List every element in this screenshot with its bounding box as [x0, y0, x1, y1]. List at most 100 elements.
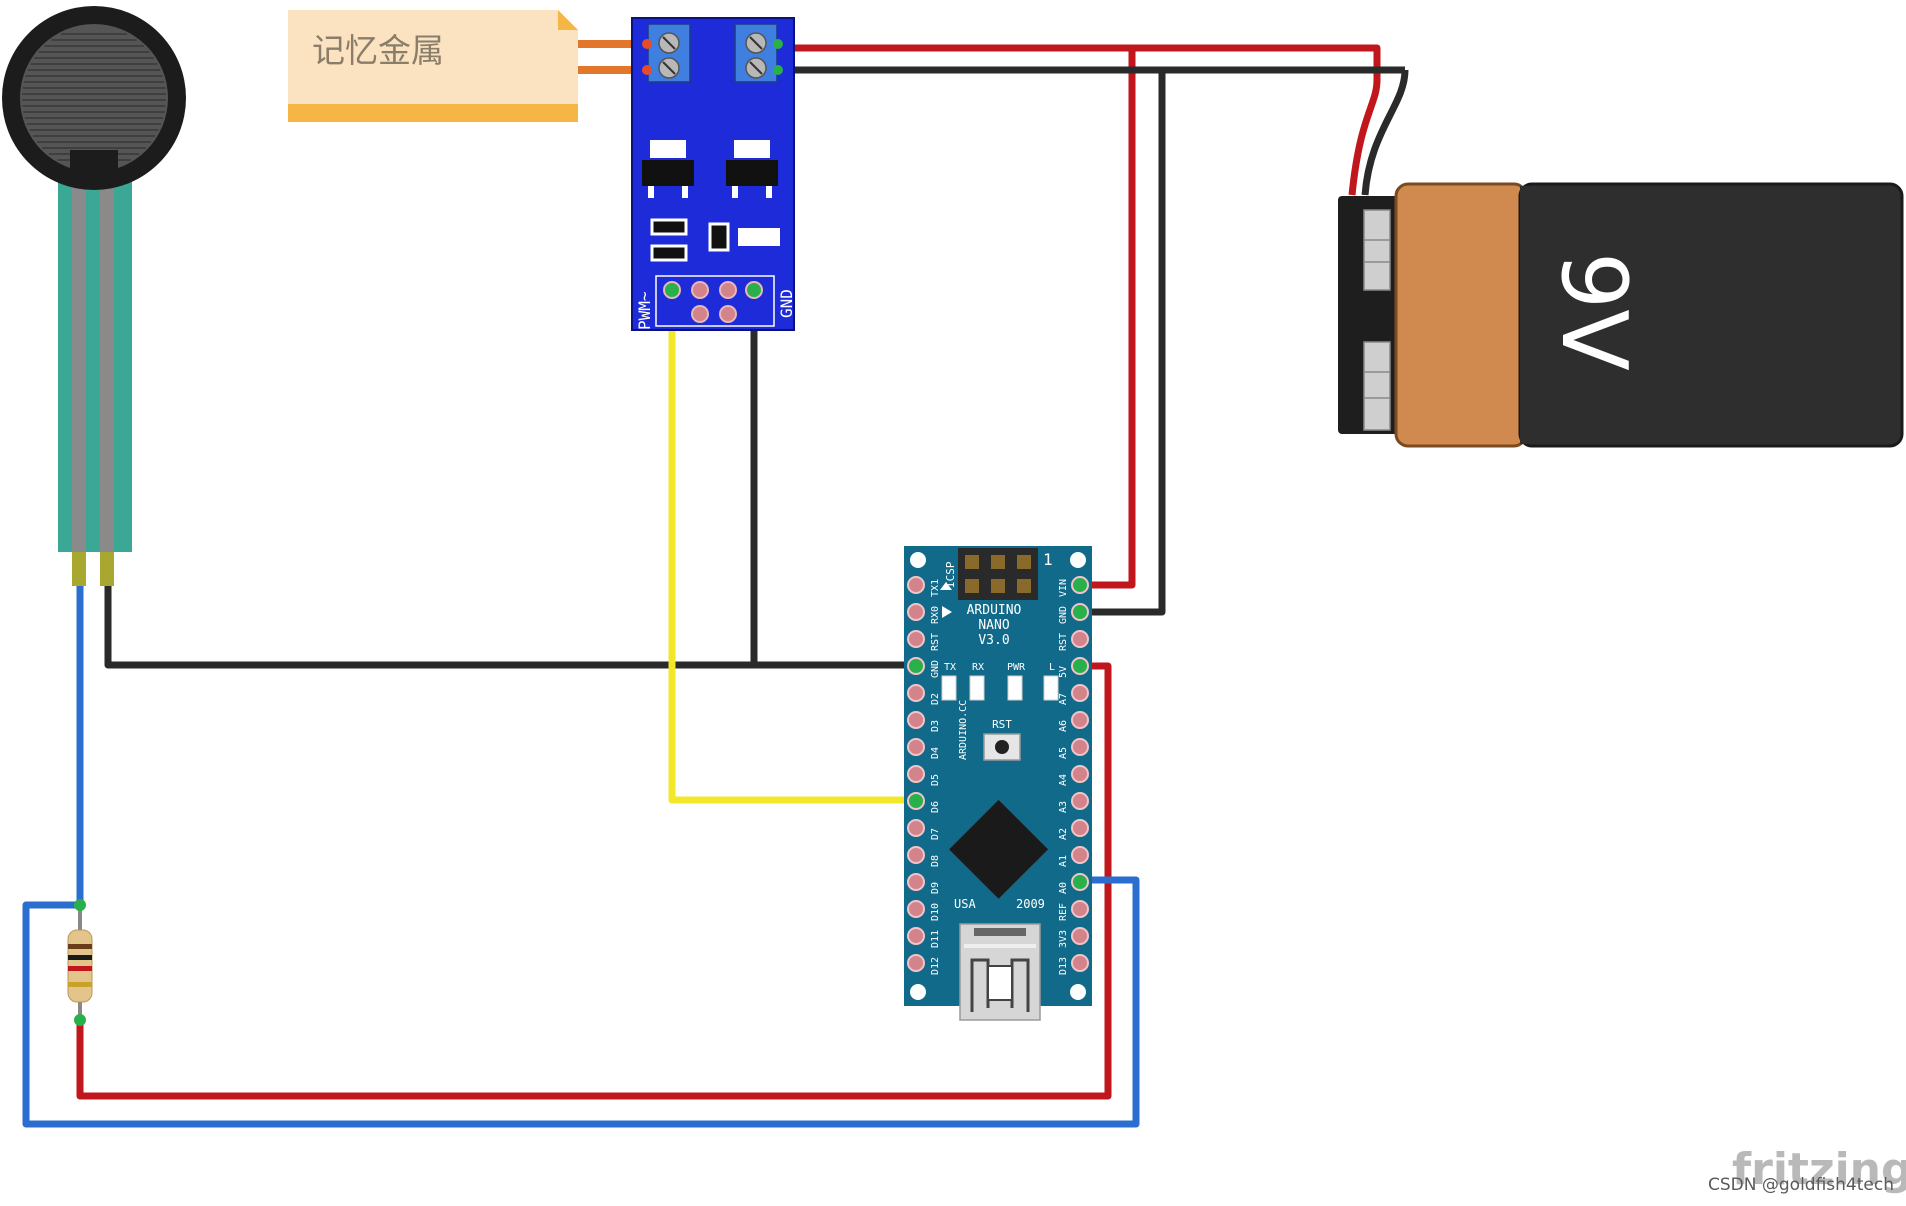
pin-5v[interactable] — [1071, 657, 1089, 675]
pin-a2[interactable] — [1071, 819, 1089, 837]
battery-terminal-2[interactable] — [1363, 341, 1391, 431]
pin-d11[interactable] — [907, 927, 925, 945]
battery-lead-red — [1348, 79, 1381, 196]
pin-a7[interactable] — [1071, 684, 1089, 702]
icsp-pin[interactable] — [1017, 555, 1031, 569]
pin-3v3[interactable] — [1071, 927, 1089, 945]
battery-terminal-1[interactable] — [1363, 209, 1391, 291]
resistor-band-2 — [68, 955, 92, 960]
driver-header-pin[interactable] — [691, 281, 709, 299]
pin-rst[interactable] — [1071, 630, 1089, 648]
wire-pwm[interactable] — [668, 290, 916, 804]
icsp-pin[interactable] — [1017, 579, 1031, 593]
pin-d5[interactable] — [907, 765, 925, 783]
pin-vin[interactable] — [1071, 576, 1089, 594]
terminal-pin-out-2[interactable] — [773, 65, 783, 75]
terminal-pin-in-2[interactable] — [642, 65, 652, 75]
watermark: fritzing CSDN @goldfish4tech — [1708, 1144, 1906, 1195]
wire-5v[interactable] — [76, 662, 1112, 1100]
pin-a0[interactable] — [1071, 873, 1089, 891]
driver-header-pin[interactable] — [691, 305, 709, 323]
fsr-pin-2[interactable] — [100, 552, 114, 586]
note-label: 记忆金属 — [312, 31, 444, 70]
usb-connector[interactable] — [959, 923, 1041, 1021]
pin-label-a1: A1 — [1058, 855, 1069, 867]
pin-d6[interactable] — [907, 792, 925, 810]
force-sensor[interactable] — [2, 6, 186, 586]
fsr-pin-1[interactable] — [72, 552, 86, 586]
driver-header-pin[interactable] — [719, 305, 737, 323]
pin-ref[interactable] — [1071, 900, 1089, 918]
pin-a1[interactable] — [1071, 846, 1089, 864]
pin-label-5v: 5V — [1058, 666, 1069, 678]
csdn-credit: CSDN @goldfish4tech — [1708, 1175, 1894, 1195]
icsp-header — [958, 548, 1038, 600]
led-label-rx: RX — [972, 662, 984, 673]
led-l — [1043, 675, 1059, 701]
icsp-pin[interactable] — [965, 555, 979, 569]
driver-header-pin[interactable] — [719, 281, 737, 299]
terminal-pin-in-1[interactable] — [642, 39, 652, 49]
mosfet-driver[interactable]: PWM~ GND — [631, 17, 796, 331]
pin-gnd[interactable] — [907, 657, 925, 675]
usa-label: USA — [954, 897, 976, 911]
nano-mount-hole-1 — [910, 552, 926, 568]
pin-a6[interactable] — [1071, 711, 1089, 729]
pin-label-a4: A4 — [1058, 774, 1069, 786]
terminal-pin-out-1[interactable] — [773, 39, 783, 49]
driver-header-pin[interactable] — [663, 281, 681, 299]
pin-label-rst: RST — [1058, 633, 1069, 651]
smd-resistor-2 — [650, 244, 688, 262]
wire-nano-gnd[interactable] — [1082, 70, 1166, 616]
led-label-l: L — [1049, 662, 1055, 673]
icsp-pin[interactable] — [991, 579, 1005, 593]
pin-a3[interactable] — [1071, 792, 1089, 810]
pin-gnd[interactable] — [1071, 603, 1089, 621]
pin-rst[interactable] — [907, 630, 925, 648]
pin-a4[interactable] — [1071, 765, 1089, 783]
pin-d13[interactable] — [1071, 954, 1089, 972]
wire-batt-red-stub[interactable] — [1132, 44, 1381, 80]
battery-9v[interactable]: 9V — [1338, 182, 1904, 448]
driver-header-pin[interactable] — [745, 281, 763, 299]
pin-label-rx0: RX0 — [930, 606, 941, 624]
pin-d4[interactable] — [907, 738, 925, 756]
nano-mcu — [949, 799, 1049, 899]
pin-d10[interactable] — [907, 900, 925, 918]
led-label-tx: TX — [944, 662, 956, 673]
pin-d9[interactable] — [907, 873, 925, 891]
pin-d7[interactable] — [907, 819, 925, 837]
pin-d12[interactable] — [907, 954, 925, 972]
pin-d2[interactable] — [907, 684, 925, 702]
icsp-pin[interactable] — [965, 579, 979, 593]
rst-button-label: RST — [992, 718, 1012, 731]
resistor-end-bottom[interactable] — [74, 1014, 86, 1026]
nano-mount-hole-2 — [1070, 552, 1086, 568]
pin-label-gnd: GND — [930, 660, 941, 678]
resistor[interactable] — [67, 899, 93, 1026]
resistor-band-3 — [68, 966, 92, 971]
fsr-neck — [70, 150, 118, 180]
wire-gnd-bus[interactable] — [104, 585, 918, 669]
nano-title-1: ARDUINO — [967, 603, 1022, 618]
pin-label-a7: A7 — [1058, 693, 1069, 705]
pin-a5[interactable] — [1071, 738, 1089, 756]
wire-vin[interactable] — [775, 44, 1136, 589]
resistor-end-top[interactable] — [74, 899, 86, 911]
pin-label-rst: RST — [930, 633, 941, 651]
mosfet-2 — [726, 140, 778, 198]
battery-lead-black — [1361, 69, 1409, 196]
pin-d3[interactable] — [907, 711, 925, 729]
pin-rx0[interactable] — [907, 603, 925, 621]
pin-tx1[interactable] — [907, 576, 925, 594]
pin-d8[interactable] — [907, 846, 925, 864]
icsp-pin[interactable] — [991, 555, 1005, 569]
pin-label-ref: REF — [1058, 903, 1069, 921]
pin-label-d13: D13 — [1058, 957, 1069, 975]
note-paper — [288, 10, 578, 122]
pin-label-d8: D8 — [930, 855, 941, 867]
pwm-label: PWM~ — [635, 291, 654, 330]
reset-button-cap[interactable] — [995, 740, 1009, 754]
